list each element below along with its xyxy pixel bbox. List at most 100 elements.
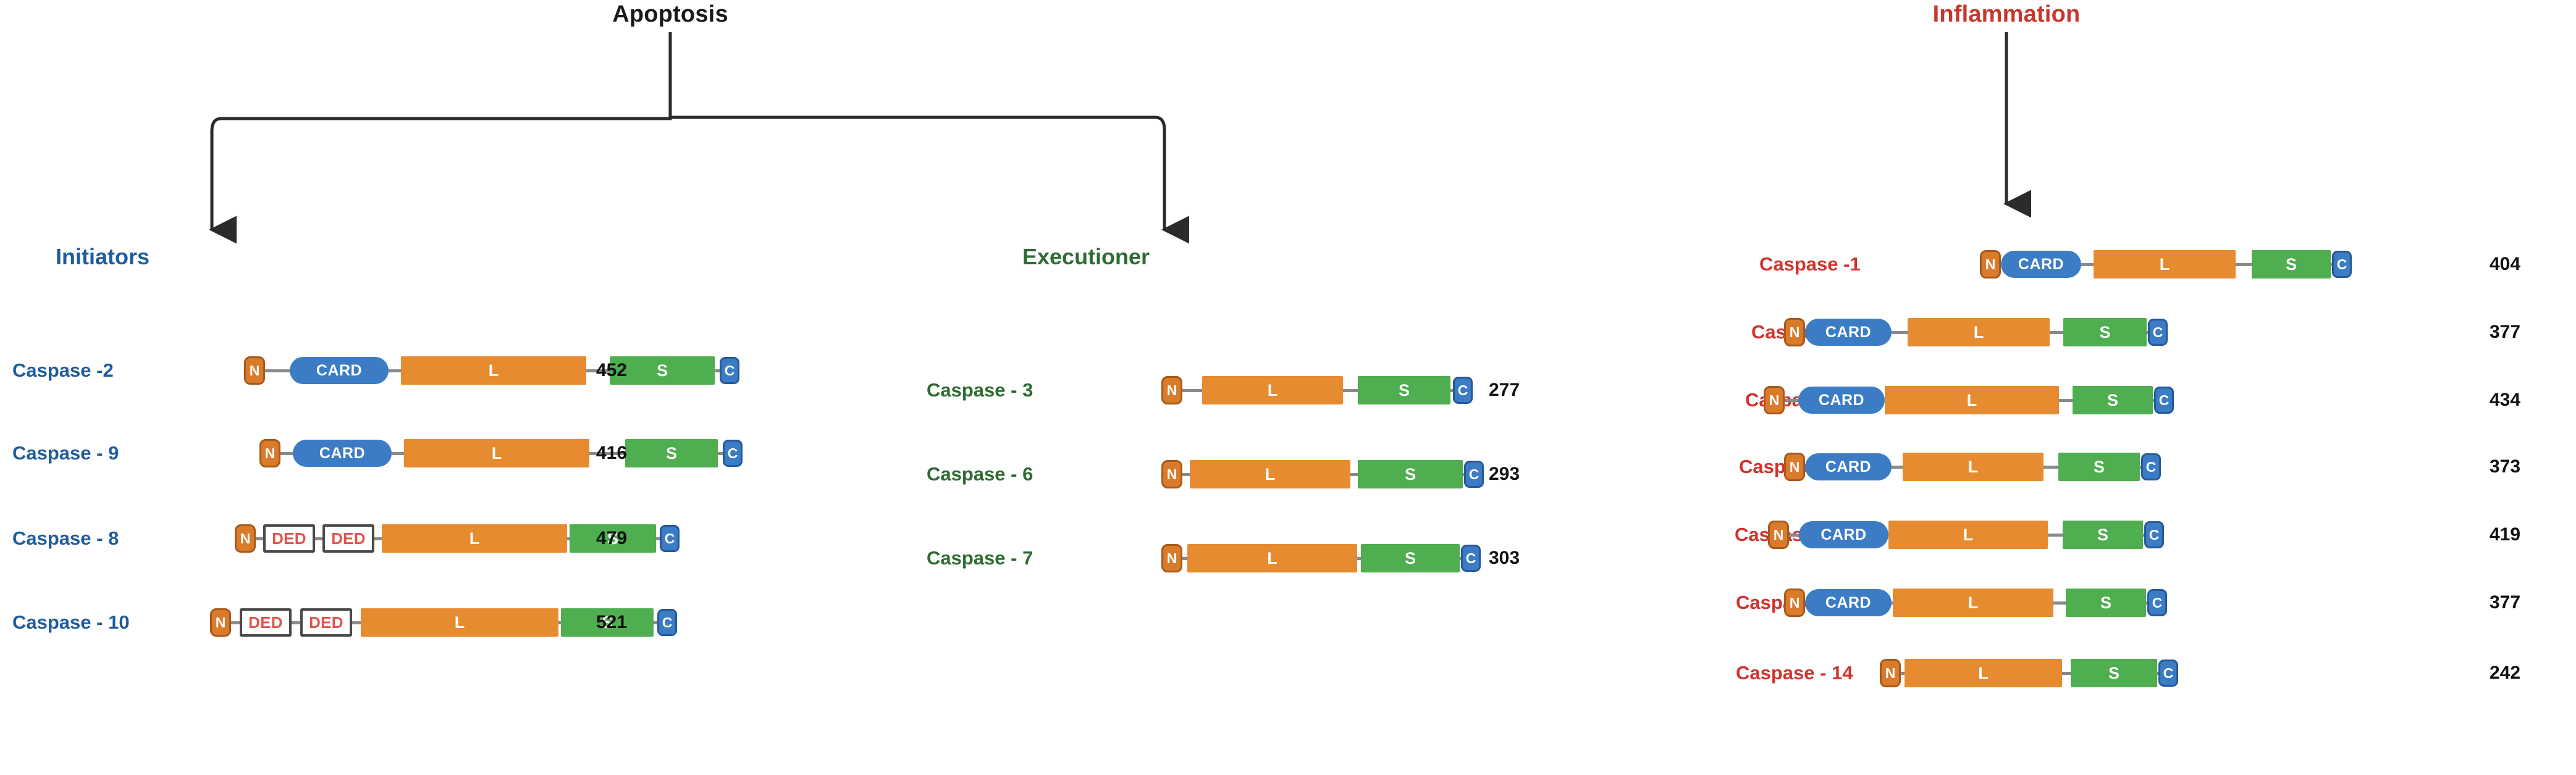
domain-n-terminus: N bbox=[244, 356, 265, 385]
domain-small-subunit: S bbox=[2063, 318, 2147, 346]
domain-linker bbox=[2331, 262, 2332, 266]
domain-large-subunit: L bbox=[1903, 453, 2044, 481]
domain-linker bbox=[392, 451, 404, 455]
caspase-name-label: Caspase -1 bbox=[1759, 253, 1861, 275]
domain-linker bbox=[718, 451, 723, 455]
domain-n-terminus: N bbox=[1161, 544, 1182, 572]
initiators-heading: Initiators bbox=[56, 244, 150, 269]
caspase-length-value: 277 bbox=[1489, 380, 1520, 400]
domain-linker bbox=[589, 451, 625, 455]
domain-linker bbox=[2050, 330, 2063, 334]
caspase-name-label: Caspase - 7 bbox=[927, 547, 1033, 569]
domain-n-terminus: N bbox=[1768, 521, 1789, 549]
domain-large-subunit: L bbox=[1905, 659, 2062, 687]
domain-n-terminus: N bbox=[1784, 589, 1805, 617]
domain-linker bbox=[1789, 533, 1799, 537]
domain-n-terminus: N bbox=[210, 608, 231, 637]
domain-linker bbox=[1463, 472, 1464, 476]
domain-linker bbox=[2143, 533, 2144, 537]
domain-linker bbox=[1450, 388, 1453, 392]
domain-large-subunit: L bbox=[382, 524, 567, 553]
branch-connectors bbox=[209, 32, 2031, 244]
apoptosis-heading: Apoptosis bbox=[612, 1, 728, 27]
domain-card: CARD bbox=[290, 357, 389, 384]
domain-n-terminus: N bbox=[259, 439, 280, 467]
caspase-length-value: 419 bbox=[2490, 524, 2521, 545]
domain-c-terminus: C bbox=[2141, 453, 2161, 480]
domain-small-subunit: S bbox=[2058, 453, 2140, 481]
domain-c-terminus: C bbox=[2154, 387, 2174, 414]
domain-n-terminus: N bbox=[1980, 250, 2001, 279]
domain-c-terminus: C bbox=[1453, 377, 1473, 404]
domain-linker bbox=[2140, 465, 2141, 469]
domain-linker bbox=[256, 537, 263, 540]
domain-linker bbox=[2147, 330, 2148, 334]
domain-card: CARD bbox=[2001, 251, 2081, 278]
domain-linker bbox=[280, 451, 293, 455]
domain-c-terminus: C bbox=[1464, 461, 1484, 488]
domain-linker bbox=[2053, 601, 2066, 605]
inflammation-heading: Inflammation bbox=[1932, 1, 2081, 27]
domain-linker bbox=[2081, 262, 2094, 266]
domain-linker bbox=[389, 369, 401, 372]
domain-small-subunit: S bbox=[2071, 659, 2157, 687]
domain-linker bbox=[2044, 465, 2058, 469]
domain-large-subunit: L bbox=[1202, 376, 1343, 404]
domain-c-terminus: C bbox=[657, 609, 677, 636]
domain-ded: DED bbox=[322, 524, 374, 553]
caspase-name-label: Caspase - 10 bbox=[12, 611, 130, 633]
domain-card: CARD bbox=[1805, 453, 1892, 480]
domain-linker bbox=[2236, 262, 2252, 266]
domain-small-subunit: S bbox=[2066, 589, 2146, 617]
domain-linker bbox=[1182, 556, 1187, 560]
caspase-length-value: 242 bbox=[2490, 663, 2521, 683]
caspase-length-value: 452 bbox=[596, 360, 628, 380]
domain-c-terminus: C bbox=[1461, 545, 1481, 572]
domain-linker bbox=[654, 621, 657, 624]
domain-linker bbox=[1460, 556, 1461, 560]
domain-ded: DED bbox=[263, 524, 315, 553]
domain-c-terminus: C bbox=[2332, 251, 2352, 278]
domain-small-subunit: S bbox=[2073, 386, 2153, 414]
domain-ded: DED bbox=[300, 608, 352, 637]
domain-linker bbox=[558, 621, 561, 624]
apoptosis-branch-left bbox=[209, 117, 672, 244]
domain-small-subunit: S bbox=[610, 356, 715, 385]
domain-n-terminus: N bbox=[1880, 659, 1901, 687]
domain-linker bbox=[352, 621, 361, 624]
domain-large-subunit: L bbox=[1885, 386, 2059, 414]
domain-c-terminus: C bbox=[2148, 319, 2168, 346]
caspase-length-value: 404 bbox=[2490, 254, 2521, 274]
caspase-name-label: Caspase - 14 bbox=[1736, 662, 1853, 684]
domain-large-subunit: L bbox=[1187, 544, 1357, 572]
domain-small-subunit: S bbox=[1358, 460, 1463, 488]
caspase-name-label: Caspase -2 bbox=[12, 359, 114, 381]
domain-small-subunit: S bbox=[561, 608, 654, 637]
caspase-length-value: 521 bbox=[596, 612, 628, 632]
caspase-length-value: 377 bbox=[2490, 322, 2521, 342]
caspase-name-label: Caspase - 8 bbox=[12, 527, 119, 549]
domain-linker bbox=[231, 621, 240, 624]
caspase-name-label: Caspase - 9 bbox=[12, 442, 119, 464]
caspase-length-value: 303 bbox=[1489, 548, 1520, 568]
domain-linker bbox=[1182, 472, 1190, 476]
domain-large-subunit: L bbox=[1888, 521, 2048, 549]
domain-linker bbox=[1892, 601, 1893, 605]
domain-linker bbox=[374, 537, 382, 540]
domain-linker bbox=[1357, 556, 1361, 560]
domain-card: CARD bbox=[1798, 387, 1885, 414]
domain-small-subunit: S bbox=[2063, 521, 2143, 549]
domain-linker bbox=[656, 537, 660, 540]
domain-linker bbox=[2146, 601, 2147, 605]
domain-card: CARD bbox=[1799, 521, 1888, 548]
